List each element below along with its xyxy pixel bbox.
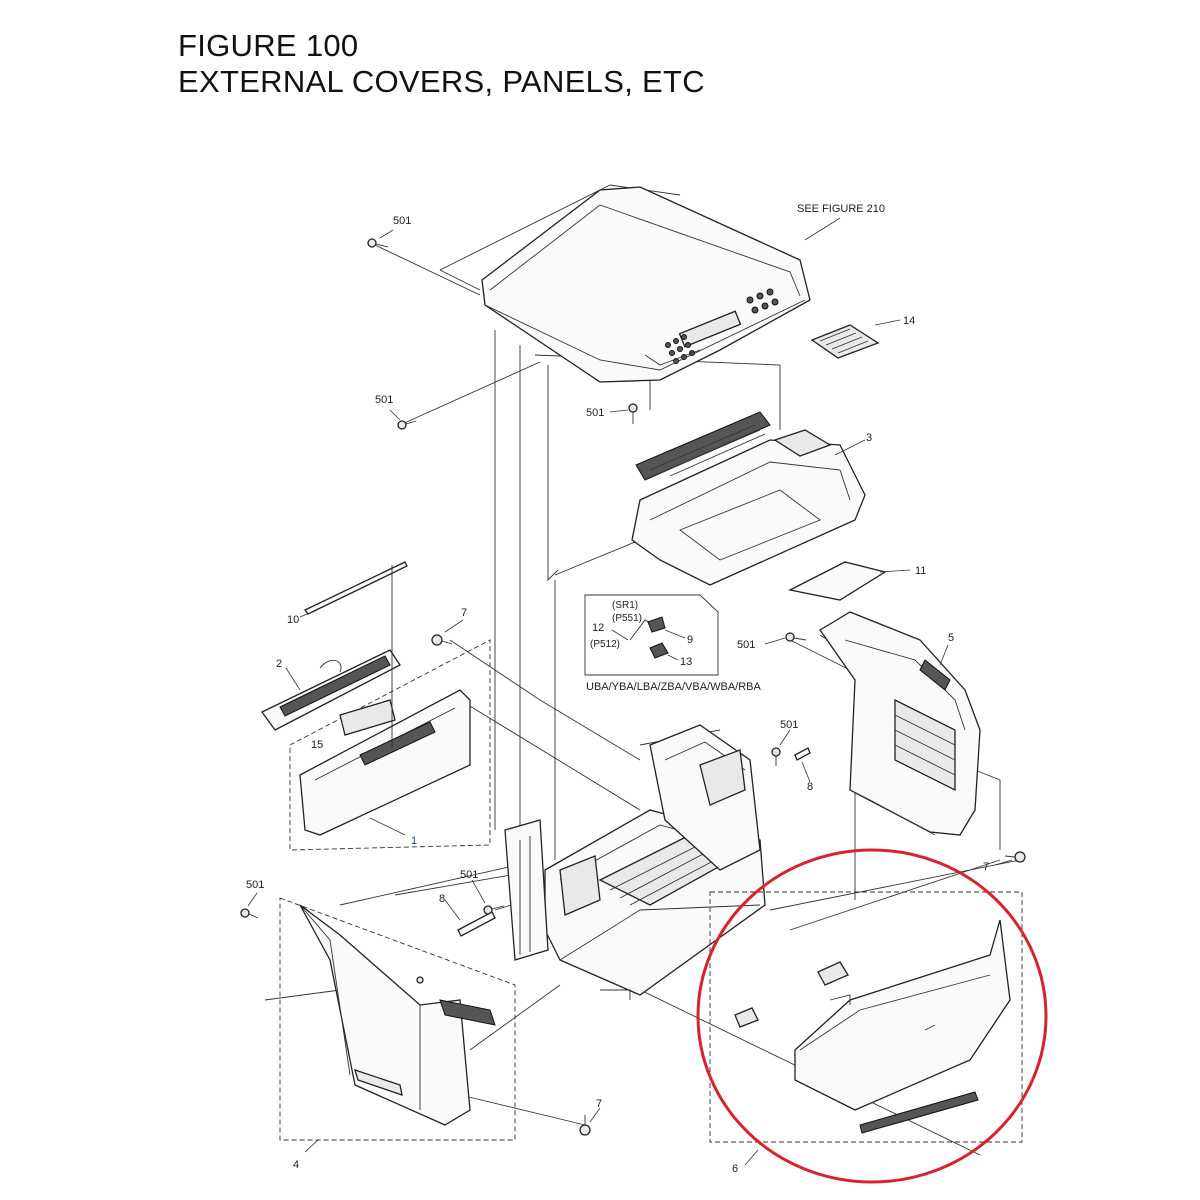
- p551-label: (P551): [612, 613, 642, 624]
- part-label-14: 14: [903, 315, 915, 327]
- screw-501-right[interactable]: [785, 632, 807, 642]
- screw-7-bottom[interactable]: [579, 1115, 591, 1136]
- part-label-10: 10: [287, 614, 299, 626]
- part-label-7-upper: 7: [461, 607, 467, 619]
- screws: [240, 229, 1026, 1136]
- part-label-3: 3: [866, 432, 872, 444]
- screw-7-upper[interactable]: [431, 634, 453, 646]
- part-label-2: 2: [276, 658, 282, 670]
- part-label-8-left: 8: [439, 893, 445, 905]
- see-figure-leader: [804, 217, 841, 241]
- part-4-left-cover[interactable]: [279, 897, 516, 1153]
- part-6-front-cover[interactable]: [709, 891, 1023, 1166]
- assembly-lines: [264, 184, 1021, 1156]
- pin-8-left[interactable]: [457, 911, 496, 937]
- part-label-15: 15: [311, 739, 323, 751]
- screw-501-lower[interactable]: [483, 905, 505, 915]
- part-label-11: 11: [915, 565, 926, 577]
- part-1-rear-cover[interactable]: [289, 565, 491, 851]
- screw-501-cover[interactable]: [628, 403, 638, 424]
- see-figure-label: SEE FIGURE 210: [797, 203, 885, 215]
- part-label-5: 5: [948, 632, 954, 644]
- part-10-rod[interactable]: [299, 561, 408, 618]
- p512-label: (P512): [590, 639, 620, 650]
- sensor-inset: [584, 594, 719, 676]
- screw-7-right[interactable]: [1004, 851, 1026, 863]
- part-3-top-cover[interactable]: [631, 411, 866, 586]
- main-chassis[interactable]: [504, 724, 766, 1000]
- scanner-unit[interactable]: [481, 186, 811, 383]
- part-label-7-bottom: 7: [596, 1098, 602, 1110]
- part-5-right-cover[interactable]: [819, 611, 981, 836]
- variant-codes-label: UBA/YBA/LBA/ZBA/VBA/WBA/RBA: [586, 681, 761, 693]
- sr1-label: (SR1): [612, 600, 638, 611]
- figure-subtitle: EXTERNAL COVERS, PANELS, ETC: [178, 64, 705, 99]
- part-2-guide[interactable]: [261, 649, 401, 731]
- part-14-keypad-sheet[interactable]: [810, 319, 901, 359]
- part-label-9: 9: [687, 634, 693, 646]
- screw-501-left[interactable]: [240, 908, 259, 919]
- screw-label-501-cover: 501: [586, 407, 604, 419]
- screw-label-501-frame: 501: [780, 719, 798, 731]
- screw-label-501-lower: 501: [460, 869, 478, 881]
- part-label-8-right: 8: [807, 781, 813, 793]
- highlight-circle: [696, 848, 1048, 1184]
- part-11-flap[interactable]: [788, 561, 911, 601]
- pin-8-right[interactable]: [794, 747, 811, 761]
- screw-label-501-mid: 501: [375, 394, 393, 406]
- part-label-1: 1: [411, 835, 417, 847]
- part-label-4: 4: [293, 1159, 299, 1171]
- screw-501-frame[interactable]: [771, 747, 781, 766]
- callout-labels: SEE FIGURE 210 UBA/YBA/LBA/ZBA/VBA/WBA/R…: [246, 203, 989, 1175]
- screw-label-501-right: 501: [737, 639, 755, 651]
- figure-title: FIGURE 100: [178, 28, 359, 63]
- part-label-12: 12: [592, 622, 604, 634]
- part-label-6: 6: [732, 1163, 738, 1175]
- part-label-7-right: 7: [983, 861, 989, 873]
- screw-label-501-top: 501: [393, 215, 411, 227]
- part-label-13: 13: [680, 656, 692, 668]
- screw-501-mid[interactable]: [397, 420, 417, 430]
- screw-label-501-left: 501: [246, 879, 264, 891]
- screw-501-top[interactable]: [367, 238, 389, 248]
